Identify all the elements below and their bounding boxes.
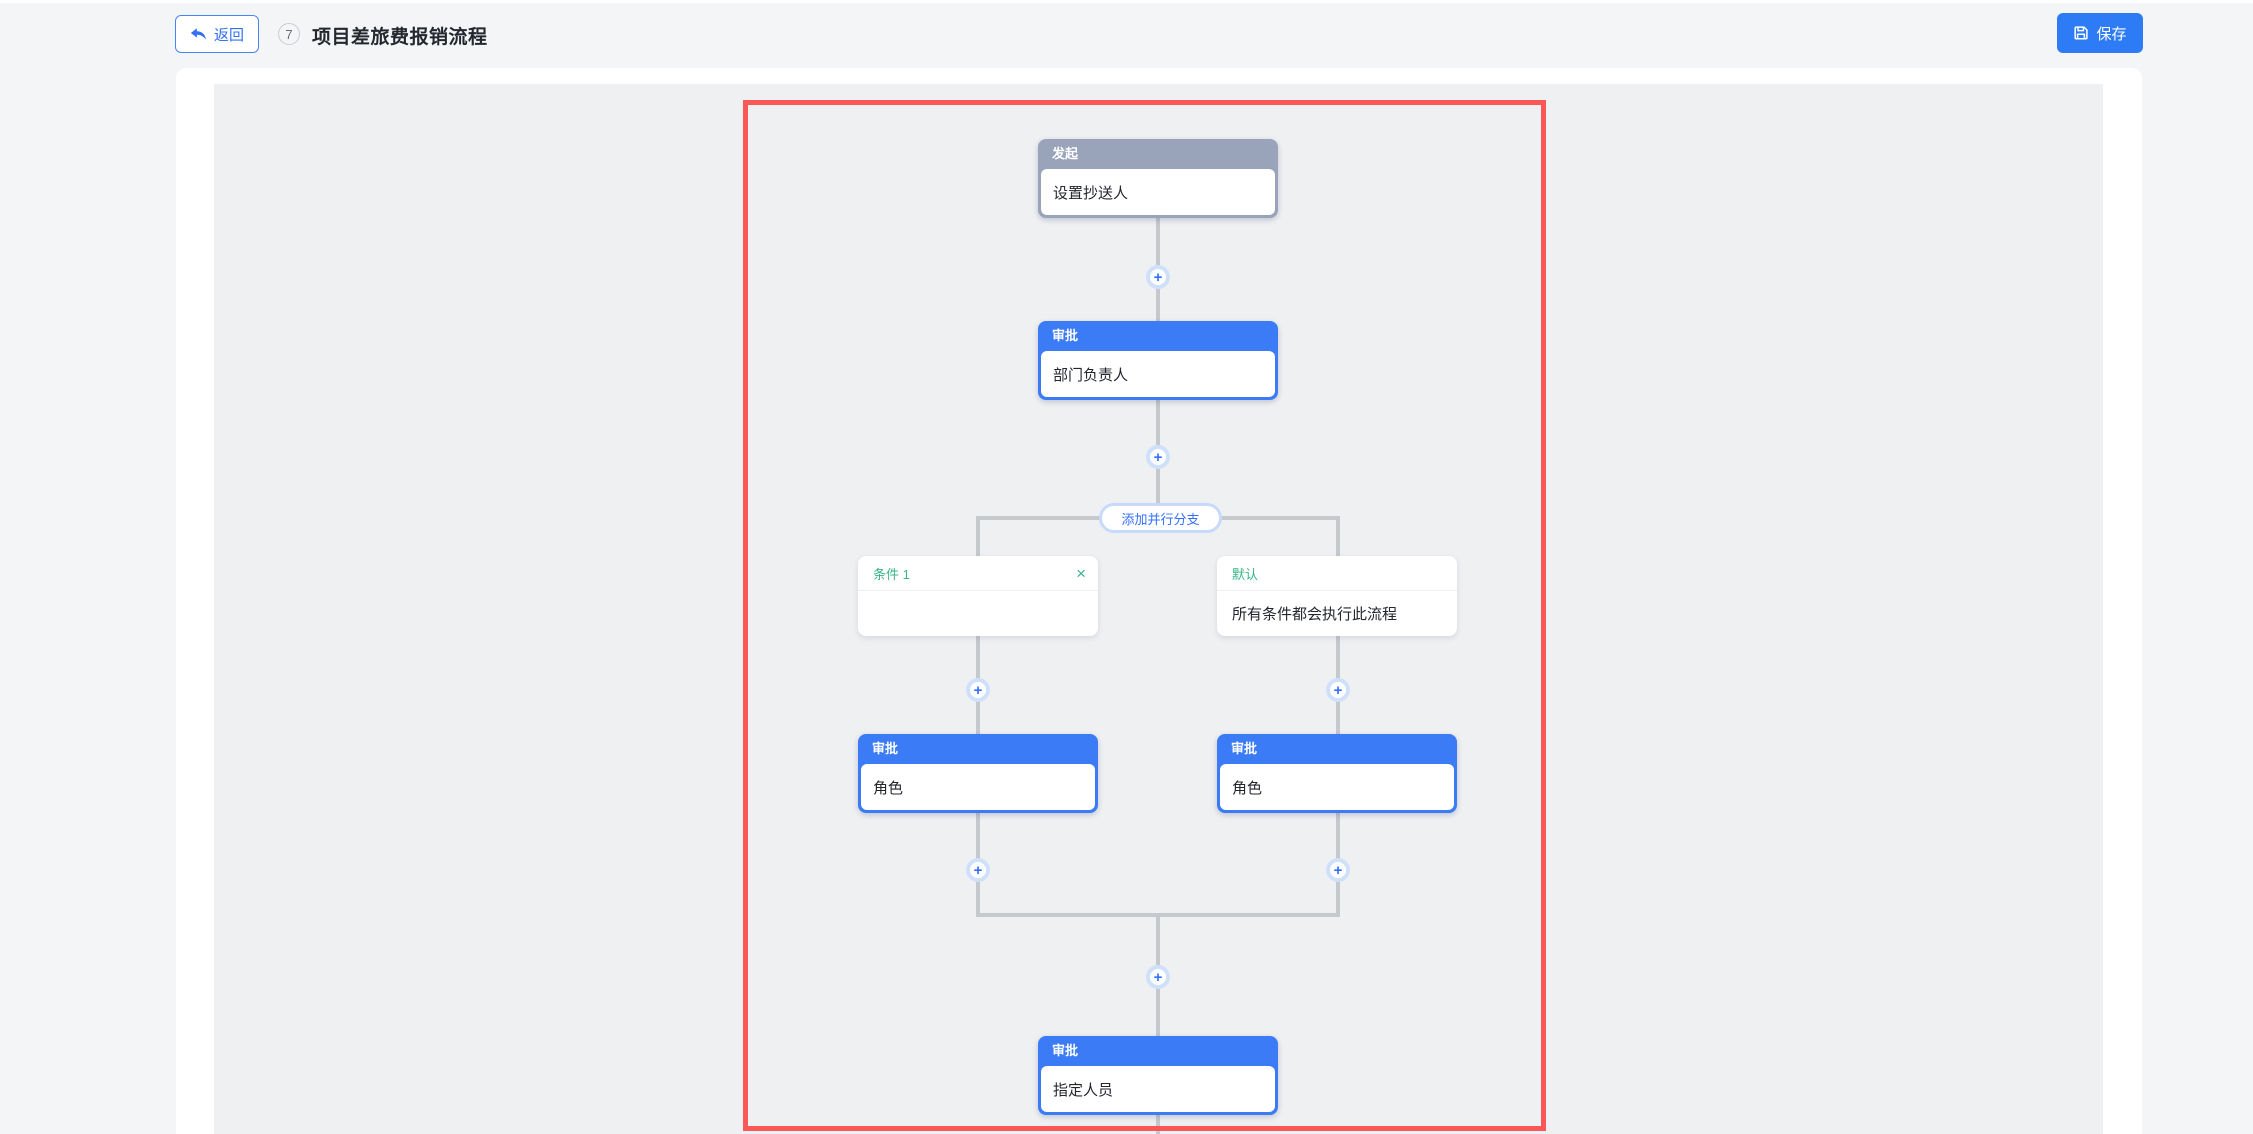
workflow-count-badge: 7 bbox=[278, 23, 300, 45]
condition1-content bbox=[858, 591, 1098, 635]
role-left-type-label: 审批 bbox=[872, 741, 899, 756]
add-node-button[interactable]: + bbox=[1326, 678, 1350, 702]
role-left-content: 角色 bbox=[861, 764, 1095, 810]
header-bar: 返回 7 项目差旅费报销流程 保存 bbox=[0, 0, 2253, 68]
add-node-button[interactable]: + bbox=[1326, 858, 1350, 882]
connector-line bbox=[1336, 516, 1340, 556]
dept-approval-content: 部门负责人 bbox=[1041, 351, 1275, 397]
assignee-content: 指定人员 bbox=[1041, 1066, 1275, 1112]
role-right-type-label: 审批 bbox=[1231, 741, 1258, 756]
start-node-type-label: 发起 bbox=[1052, 146, 1079, 161]
role-approval-node-right[interactable]: 审批 角色 bbox=[1217, 734, 1457, 813]
save-button-label: 保存 bbox=[2096, 25, 2127, 43]
save-button[interactable]: 保存 bbox=[2057, 13, 2143, 53]
top-strip bbox=[0, 0, 2253, 3]
role-right-content: 角色 bbox=[1220, 764, 1454, 810]
default-condition-content: 所有条件都会执行此流程 bbox=[1232, 605, 1398, 623]
role-approval-node-left[interactable]: 审批 角色 bbox=[858, 734, 1098, 813]
condition1-close-icon[interactable]: × bbox=[1076, 563, 1086, 583]
editor-panel: 发起 设置抄送人 + 审批 部门负责人 + 添加并行分支 条件 1 × bbox=[176, 68, 2142, 1134]
back-button[interactable]: 返回 bbox=[175, 15, 259, 53]
add-node-button[interactable]: + bbox=[1146, 265, 1170, 289]
dept-approval-type-label: 审批 bbox=[1052, 328, 1079, 343]
save-floppy-icon bbox=[2073, 25, 2089, 41]
dept-approval-node[interactable]: 审批 部门负责人 bbox=[1038, 321, 1278, 400]
flow-canvas[interactable]: 发起 设置抄送人 + 审批 部门负责人 + 添加并行分支 条件 1 × bbox=[214, 84, 2103, 1134]
connector-line bbox=[976, 516, 980, 556]
back-arrow-icon bbox=[190, 27, 207, 41]
add-node-button[interactable]: + bbox=[966, 678, 990, 702]
assignee-approval-node[interactable]: 审批 指定人员 bbox=[1038, 1036, 1278, 1115]
start-node-content: 设置抄送人 bbox=[1041, 169, 1275, 215]
add-node-button[interactable]: + bbox=[966, 858, 990, 882]
add-node-button[interactable]: + bbox=[1146, 445, 1170, 469]
connector-line bbox=[1156, 1115, 1160, 1134]
add-node-button[interactable]: + bbox=[1146, 965, 1170, 989]
start-node[interactable]: 发起 设置抄送人 bbox=[1038, 139, 1278, 218]
assignee-type-label: 审批 bbox=[1052, 1043, 1079, 1058]
back-button-label: 返回 bbox=[213, 26, 244, 44]
default-condition-title: 默认 bbox=[1232, 566, 1259, 582]
add-parallel-branch-button[interactable]: 添加并行分支 bbox=[1099, 503, 1222, 533]
condition1-title: 条件 1 bbox=[873, 566, 910, 582]
page-title: 项目差旅费报销流程 bbox=[312, 27, 488, 48]
default-condition-node[interactable]: 默认 所有条件都会执行此流程 bbox=[1217, 556, 1457, 636]
condition1-node[interactable]: 条件 1 × bbox=[858, 556, 1098, 636]
